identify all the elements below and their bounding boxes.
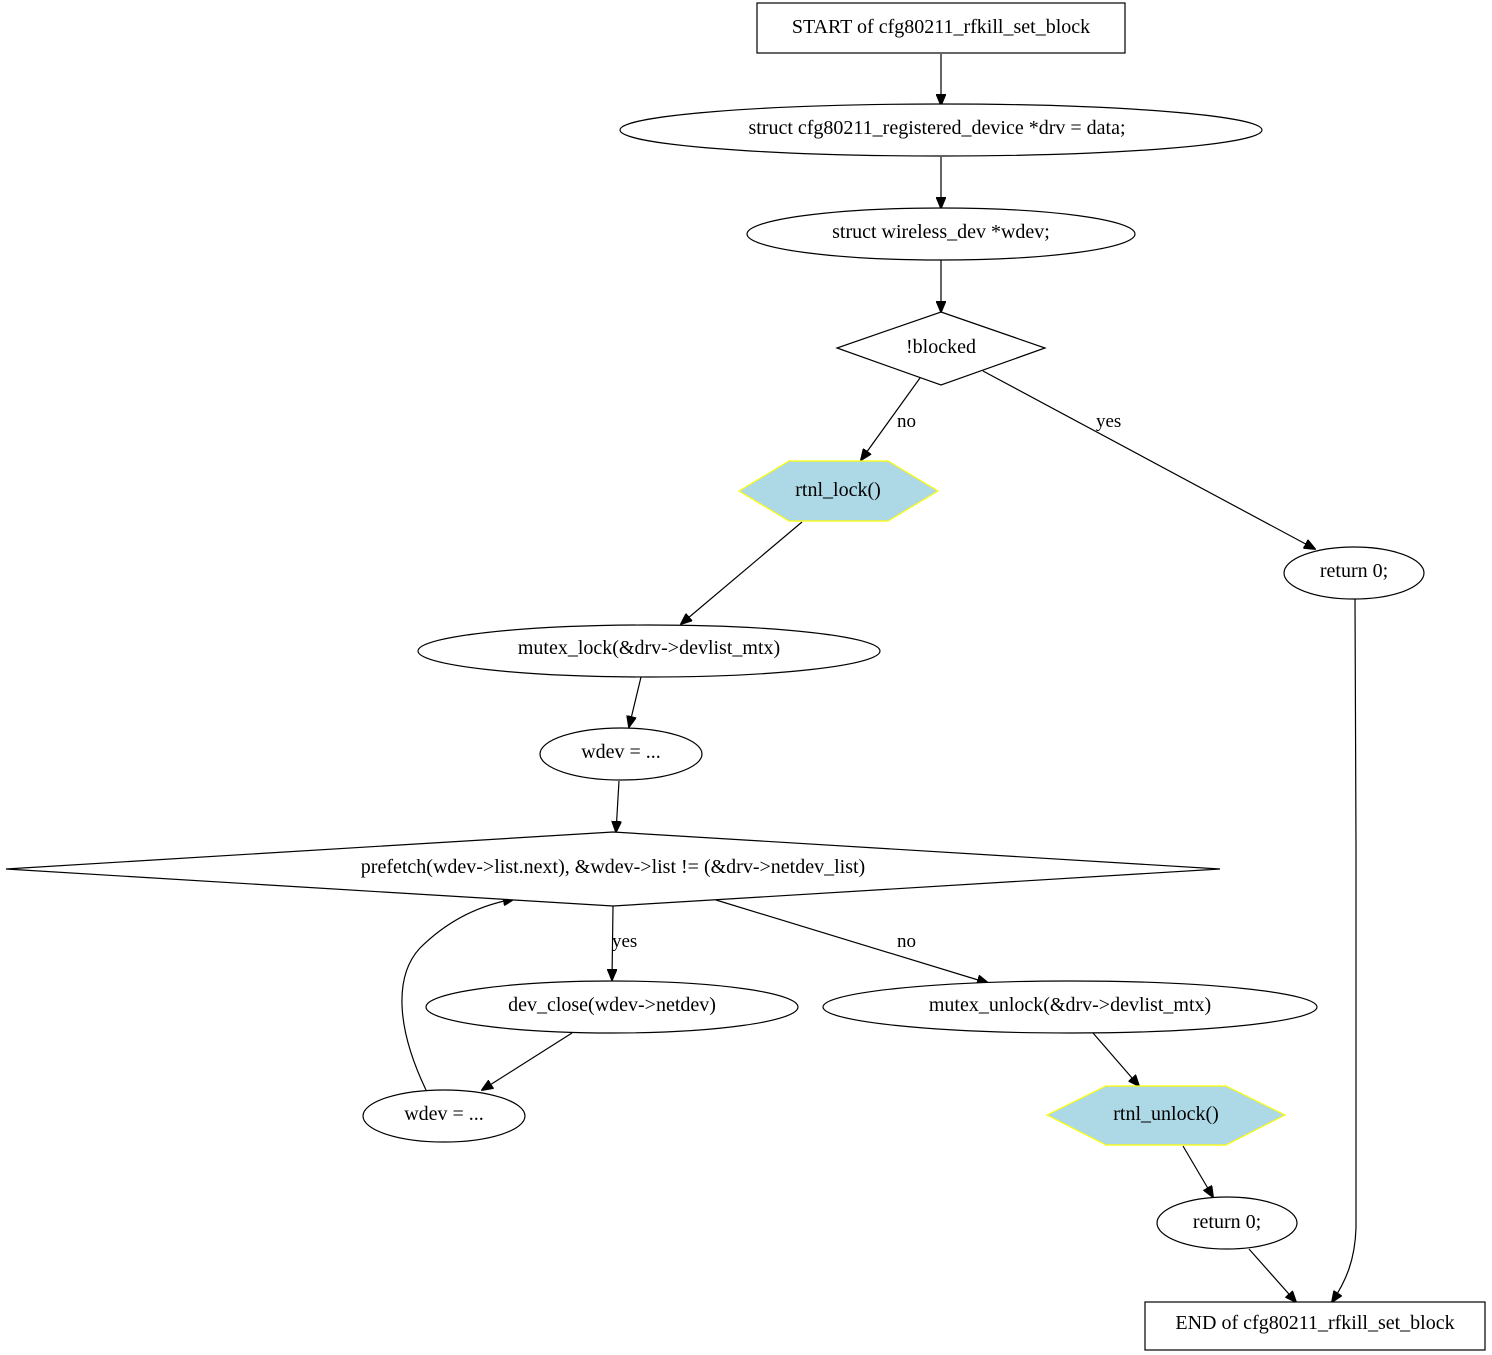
edge-mutex-lock-to-wdev-init <box>629 676 642 727</box>
return-final-label: return 0; <box>1193 1211 1261 1233</box>
blocked-check-node: !blocked <box>835 311 1047 386</box>
edge-wdev-init-to-loop-check <box>616 780 619 832</box>
rtnl-lock-node: rtnl_lock() <box>737 460 940 522</box>
edge-dev-close-to-wdev-next <box>482 1032 573 1090</box>
edge-label-no: no <box>897 411 916 432</box>
edge-return-final-to-end <box>1248 1248 1296 1302</box>
loop-check-label: prefetch(wdev->list.next), &wdev->list !… <box>361 856 865 878</box>
edge-blocked-yes-to-return-early <box>982 370 1315 549</box>
drv-decl-label: struct cfg80211_registered_device *drv =… <box>748 117 1125 139</box>
start-label: START of cfg80211_rfkill_set_block <box>792 16 1090 38</box>
edge-loop-yes-to-dev-close <box>612 905 613 980</box>
edge-rtnl-unlock-to-return-final <box>1182 1145 1213 1197</box>
wdev-next-node: wdev = ... <box>362 1089 526 1143</box>
edge-loop-no-to-mutex-unlock <box>715 899 988 983</box>
mutex-unlock-node: mutex_unlock(&drv->devlist_mtx) <box>822 980 1318 1034</box>
rtnl-unlock-node: rtnl_unlock() <box>1045 1085 1287 1146</box>
edge-mutex-unlock-to-rtnl-unlock <box>1092 1032 1139 1086</box>
dev-close-label: dev_close(wdev->netdev) <box>508 994 716 1016</box>
edge-return-early-to-end <box>1332 598 1358 1302</box>
nodes: START of cfg80211_rfkill_set_block struc… <box>5 2 1486 1351</box>
edge-wdev-next-back-to-loop-check <box>401 899 514 1091</box>
return-early-label: return 0; <box>1320 560 1388 582</box>
loop-check-node: prefetch(wdev->list.next), &wdev->list !… <box>5 831 1221 907</box>
mutex-lock-label: mutex_lock(&drv->devlist_mtx) <box>518 637 780 659</box>
rtnl-lock-label: rtnl_lock() <box>795 479 881 501</box>
mutex-unlock-label: mutex_unlock(&drv->devlist_mtx) <box>929 994 1211 1016</box>
drv-decl-node: struct cfg80211_registered_device *drv =… <box>619 103 1263 157</box>
end-label: END of cfg80211_rfkill_set_block <box>1175 1312 1454 1334</box>
wdev-init-node: wdev = ... <box>539 727 703 781</box>
wdev-init-label: wdev = ... <box>581 741 661 763</box>
edges: no yes yes no <box>401 54 1358 1302</box>
return-final-node: return 0; <box>1156 1196 1298 1250</box>
wdev-next-label: wdev = ... <box>404 1103 484 1125</box>
blocked-check-label: !blocked <box>906 336 976 358</box>
wdev-decl-label: struct wireless_dev *wdev; <box>832 221 1050 243</box>
end-node: END of cfg80211_rfkill_set_block <box>1144 1301 1486 1351</box>
edge-label-no: no <box>897 931 916 952</box>
edge-rtnl-lock-to-mutex-lock <box>681 521 803 624</box>
rtnl-unlock-label: rtnl_unlock() <box>1113 1103 1219 1125</box>
dev-close-node: dev_close(wdev->netdev) <box>425 980 799 1034</box>
edge-label-yes: yes <box>1096 411 1121 432</box>
return-early-node: return 0; <box>1283 546 1425 600</box>
mutex-lock-node: mutex_lock(&drv->devlist_mtx) <box>417 624 881 678</box>
start-node: START of cfg80211_rfkill_set_block <box>756 2 1126 54</box>
wdev-decl-node: struct wireless_dev *wdev; <box>746 207 1136 261</box>
edge-label-yes: yes <box>612 931 637 952</box>
edge-blocked-no-to-rtnl-lock <box>861 377 921 460</box>
